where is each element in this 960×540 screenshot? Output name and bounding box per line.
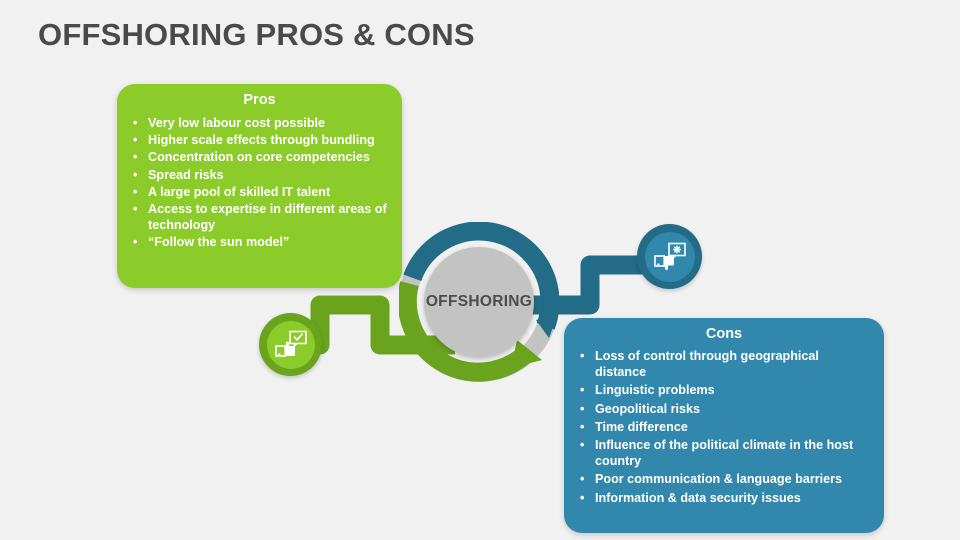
bullet-icon: • [133, 150, 138, 165]
panel-cons-heading: Cons [705, 326, 743, 342]
hub-arc-cons-arrow [536, 314, 558, 338]
pros-list-item: • Very low labour cost possible [131, 115, 392, 131]
icon-bubble-pros[interactable] [259, 313, 322, 376]
thumbs-down-warning-icon [653, 242, 686, 270]
cons-list-item: • Poor communication & language barriers [578, 471, 872, 487]
panel-pros: Pros • Very low labour cost possible • High… [117, 84, 402, 288]
bullet-icon: • [133, 116, 138, 130]
bullet-icon: • [580, 490, 585, 505]
pros-list-item-text: “Follow the sun model” [148, 235, 290, 250]
center-hub: OFFSHORING [399, 222, 559, 382]
cons-list-item-text: Influence of the political climate in th… [595, 438, 854, 469]
cons-list-item-text: Linguistic problems [595, 383, 715, 398]
bullet-icon: • [580, 438, 585, 453]
cons-list-item-text: Poor communication & language barriers [595, 472, 843, 487]
bullet-icon: • [580, 419, 585, 434]
pros-list-item-text: Very low labour cost possible [148, 116, 326, 130]
pros-list-item: • Access to expertise in different areas … [131, 201, 392, 233]
pros-list-item-text: Access to expertise in different areas o… [148, 202, 387, 233]
pros-list-item-text: A large pool of skilled IT talent [148, 184, 331, 199]
cons-list-item: • Geopolitical risks [578, 401, 872, 417]
panel-pros-heading: Pros [243, 92, 276, 108]
icon-bubble-cons-inner [644, 231, 695, 282]
icon-bubble-pros-inner [266, 320, 315, 369]
pros-list-item: • “Follow the sun model” [131, 234, 392, 250]
cons-list-item-text: Information & data security issues [595, 490, 801, 505]
bullet-icon: • [133, 202, 138, 217]
hub-arc-pros [399, 281, 533, 382]
bullet-icon: • [580, 349, 585, 363]
hub-arc-cons [403, 222, 559, 330]
pros-list-item-text: Concentration on core competencies [148, 150, 370, 165]
thumbs-up-approval-icon [274, 330, 307, 357]
cons-list-item: • Loss of control through geographical di… [578, 348, 872, 380]
bullet-icon: • [580, 472, 585, 487]
cons-list-item: • Information & data security issues [578, 490, 872, 506]
bullet-icon: • [580, 383, 585, 398]
panel-pros-list: • Very low labour cost possible • Higher sc… [117, 108, 402, 251]
cons-list-item-text: Time difference [595, 419, 688, 434]
pros-list-item: • Spread risks [131, 167, 392, 183]
hub-arc-pros-arrow [511, 340, 542, 368]
cons-list-item: • Linguistic problems [578, 382, 872, 398]
pros-list-item: • Concentration on core competencies [131, 149, 392, 165]
panel-cons: Cons • Loss of control through geographic… [564, 318, 884, 533]
hub-label: OFFSHORING [425, 293, 533, 310]
pros-list-item-text: Higher scale effects through bundling [148, 133, 375, 148]
bullet-icon: • [133, 184, 138, 199]
bullet-icon: • [133, 235, 138, 250]
icon-bubble-cons[interactable] [637, 224, 702, 289]
bullet-icon: • [133, 133, 138, 148]
pros-list-item-text: Spread risks [148, 167, 224, 182]
cons-list-item: • Time difference [578, 419, 872, 435]
bullet-icon: • [133, 167, 138, 182]
page-title: OFFSHORING PROS & CONS [38, 17, 475, 52]
bullet-icon: • [580, 401, 585, 416]
cons-list-item-text: Loss of control through geographical dis… [595, 349, 819, 380]
panel-cons-list: • Loss of control through geographical di… [564, 342, 884, 506]
cons-list-item: • Influence of the political climate in t… [578, 437, 872, 469]
hub-ring [399, 222, 559, 382]
pros-list-item: • A large pool of skilled IT talent [131, 184, 392, 200]
hub-core: OFFSHORING [424, 247, 534, 357]
pros-list-item: • Higher scale effects through bundling [131, 132, 392, 148]
cons-list-item-text: Geopolitical risks [595, 401, 700, 416]
